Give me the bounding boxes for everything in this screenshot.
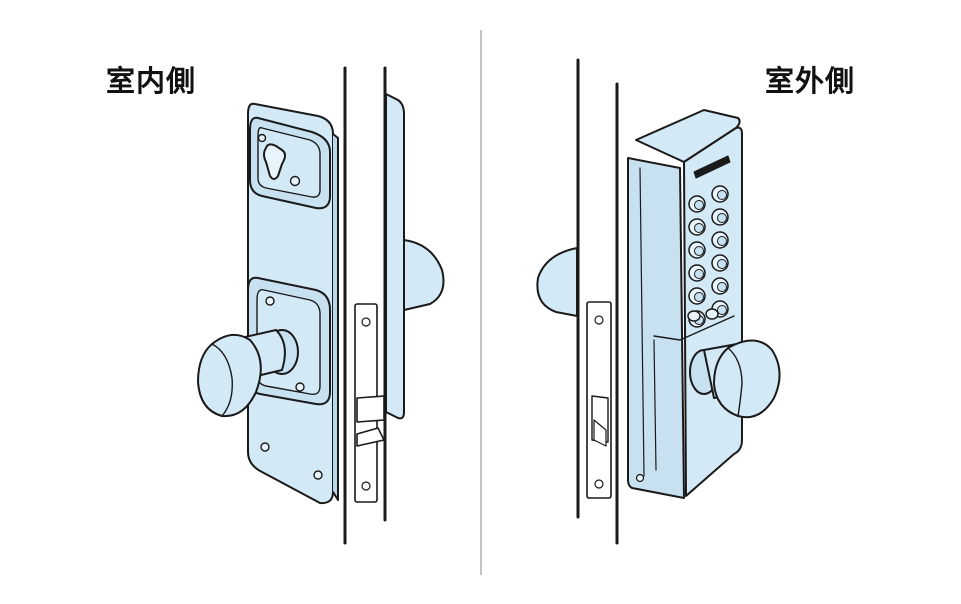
outer-knob-silhouette <box>403 239 445 311</box>
knob-face-line <box>211 343 233 417</box>
indoor-knob-icon <box>197 333 262 418</box>
indoor-lock-assembly <box>197 66 445 545</box>
screw-icon <box>361 317 371 327</box>
keypad-button-face <box>717 190 727 200</box>
indoor-side-label: 室内側 <box>106 64 197 98</box>
keypad-button-face <box>694 200 704 210</box>
back-plate-edge <box>332 133 339 501</box>
keypad-body-step <box>653 315 735 341</box>
screw-icon <box>260 442 270 452</box>
screw-icon <box>594 479 604 489</box>
screw-icon <box>313 470 323 480</box>
panel-groove <box>639 167 645 477</box>
outdoor-side-label: 室外側 <box>765 64 856 98</box>
thumb-turn-icon <box>263 143 286 180</box>
latch-slot-inner <box>593 419 607 447</box>
keypad-button-face <box>717 259 727 269</box>
screw-icon <box>295 382 305 392</box>
indoor-knob-silhouette <box>536 247 578 317</box>
brand-logo-icon <box>693 155 731 179</box>
screw-icon <box>594 315 604 325</box>
screw-icon <box>265 296 275 306</box>
latch-bolt <box>356 395 385 423</box>
keypad-button-face <box>694 246 704 256</box>
screw-icon <box>289 175 301 187</box>
function-button <box>705 308 719 320</box>
screw-icon <box>635 473 645 483</box>
keypad-button-face <box>694 223 704 233</box>
function-button <box>687 310 701 322</box>
screw-icon <box>257 133 267 143</box>
keypad-button-face <box>694 292 704 302</box>
deadlatch <box>356 427 385 447</box>
screw-icon <box>361 481 371 491</box>
outdoor-lock-assembly <box>536 58 781 545</box>
keypad-button-face <box>717 282 727 292</box>
keypad-button-face <box>717 305 727 315</box>
keypad-button-face <box>717 236 727 246</box>
knob-face-line <box>727 347 743 417</box>
keypad-button-face <box>694 269 704 279</box>
keypad-grid <box>687 185 729 328</box>
keypad-body-front <box>627 157 685 499</box>
panel-groove <box>653 339 657 471</box>
indoor-edge-plate <box>385 93 405 420</box>
keypad-button-face <box>717 213 727 223</box>
outdoor-knob-icon <box>713 339 781 419</box>
